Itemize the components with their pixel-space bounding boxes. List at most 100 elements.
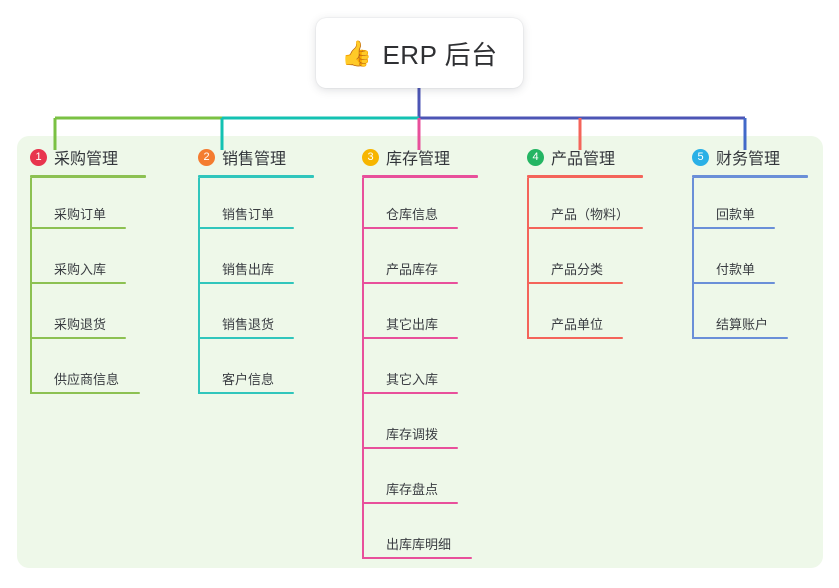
- leaf-rule: [362, 227, 458, 229]
- column-rule-2: [198, 175, 314, 178]
- leaf-item[interactable]: 采购入库: [30, 233, 182, 288]
- leaf-rule: [362, 337, 458, 339]
- column-title-2: 销售管理: [222, 151, 287, 168]
- leaf-spine-2: [198, 178, 200, 394]
- column-title-5: 财务管理: [716, 151, 781, 168]
- leaf-item[interactable]: 销售退货: [198, 288, 350, 343]
- leaf-item[interactable]: 供应商信息: [30, 343, 182, 398]
- leaf-label: 销售订单: [222, 207, 275, 222]
- leaf-item[interactable]: 回款单: [692, 178, 839, 233]
- leaf-item[interactable]: 客户信息: [198, 343, 350, 398]
- leaf-item[interactable]: 付款单: [692, 233, 839, 288]
- leaf-label: 库存调拨: [386, 427, 439, 442]
- column-badge-4: 4: [527, 148, 544, 166]
- column-badge-1: 1: [30, 148, 47, 166]
- leaf-spine-5: [692, 178, 694, 339]
- leaf-label: 客户信息: [222, 372, 275, 387]
- leaf-label: 回款单: [716, 207, 756, 222]
- leaf-item[interactable]: 产品库存: [362, 233, 514, 288]
- leaf-spine-1: [30, 178, 32, 394]
- leaf-rule: [362, 502, 458, 504]
- column-rule-5: [692, 175, 808, 178]
- leaf-item[interactable]: 库存调拨: [362, 398, 514, 453]
- leaf-label: 库存盘点: [386, 482, 439, 497]
- leaf-item[interactable]: 产品单位: [527, 288, 679, 343]
- column-title-3: 库存管理: [386, 151, 451, 168]
- leaf-label: 产品单位: [551, 317, 604, 332]
- leaf-item[interactable]: 其它出库: [362, 288, 514, 343]
- thumbs-up-icon: 👍: [341, 38, 373, 68]
- leaf-label: 仓库信息: [386, 207, 439, 222]
- leaf-spine-4: [527, 178, 529, 339]
- leaf-list-4: 产品（物料） 产品分类产品单位: [527, 178, 679, 343]
- leaf-rule: [198, 337, 294, 339]
- leaf-item[interactable]: 结算账户: [692, 288, 839, 343]
- leaf-label: 产品分类: [551, 262, 604, 277]
- leaf-spine-3: [362, 178, 364, 559]
- column-3: 3 库存管理仓库信息产品库存其它出库其它入库库存调拨库存盘点出库库明细: [349, 144, 514, 563]
- root-title: ERP 后台: [382, 39, 498, 70]
- leaf-rule: [30, 227, 126, 229]
- leaf-rule: [30, 392, 140, 394]
- column-title-1: 采购管理: [54, 151, 119, 168]
- column-header-3[interactable]: 3 库存管理: [349, 144, 514, 170]
- column-header-4[interactable]: 4 产品管理: [514, 144, 679, 170]
- column-rule-4: [527, 175, 643, 178]
- leaf-rule: [198, 392, 294, 394]
- leaf-rule: [362, 392, 458, 394]
- column-4: 4 产品管理产品（物料） 产品分类产品单位: [514, 144, 679, 343]
- leaf-label: 产品（物料）: [551, 207, 630, 222]
- leaf-item[interactable]: 产品分类: [527, 233, 679, 288]
- leaf-rule: [692, 337, 788, 339]
- leaf-label: 付款单: [716, 262, 756, 277]
- leaf-list-3: 仓库信息产品库存其它出库其它入库库存调拨库存盘点出库库明细: [362, 178, 514, 563]
- leaf-rule: [692, 282, 775, 284]
- column-header-1[interactable]: 1 采购管理: [17, 144, 182, 170]
- leaf-item[interactable]: 采购退货: [30, 288, 182, 343]
- leaf-rule: [30, 337, 126, 339]
- leaf-rule: [527, 337, 623, 339]
- leaf-rule: [362, 282, 458, 284]
- leaf-rule: [362, 557, 472, 559]
- column-1: 1 采购管理采购订单采购入库采购退货供应商信息: [17, 144, 182, 398]
- leaf-item[interactable]: 库存盘点: [362, 453, 514, 508]
- root-node[interactable]: 👍 ERP 后台: [316, 18, 523, 88]
- leaf-rule: [527, 227, 643, 229]
- leaf-label: 其它出库: [386, 317, 439, 332]
- leaf-label: 采购退货: [54, 317, 107, 332]
- leaf-label: 结算账户: [716, 317, 769, 332]
- leaf-label: 产品库存: [386, 262, 439, 277]
- column-rule-3: [362, 175, 478, 178]
- column-title-4: 产品管理: [551, 151, 616, 168]
- leaf-label: 采购订单: [54, 207, 107, 222]
- column-badge-3: 3: [362, 148, 379, 166]
- leaf-rule: [30, 282, 126, 284]
- leaf-rule: [198, 282, 294, 284]
- leaf-item[interactable]: 销售订单: [198, 178, 350, 233]
- leaf-list-2: 销售订单销售出库销售退货客户信息: [198, 178, 350, 398]
- leaf-item[interactable]: 采购订单: [30, 178, 182, 233]
- leaf-rule: [362, 447, 458, 449]
- leaf-label: 销售退货: [222, 317, 275, 332]
- leaf-label: 其它入库: [386, 372, 439, 387]
- leaf-item[interactable]: 产品（物料）: [527, 178, 679, 233]
- leaf-label: 销售出库: [222, 262, 275, 277]
- branches-panel: [17, 136, 823, 568]
- leaf-rule: [692, 227, 775, 229]
- leaf-rule: [198, 227, 294, 229]
- leaf-item[interactable]: 出库库明细: [362, 508, 514, 563]
- leaf-label: 采购入库: [54, 262, 107, 277]
- leaf-list-5: 回款单付款单结算账户: [692, 178, 839, 343]
- column-rule-1: [30, 175, 146, 178]
- leaf-item[interactable]: 其它入库: [362, 343, 514, 398]
- leaf-item[interactable]: 销售出库: [198, 233, 350, 288]
- leaf-label: 供应商信息: [54, 372, 120, 387]
- leaf-label: 出库库明细: [386, 537, 452, 552]
- leaf-rule: [527, 282, 623, 284]
- leaf-item[interactable]: 仓库信息: [362, 178, 514, 233]
